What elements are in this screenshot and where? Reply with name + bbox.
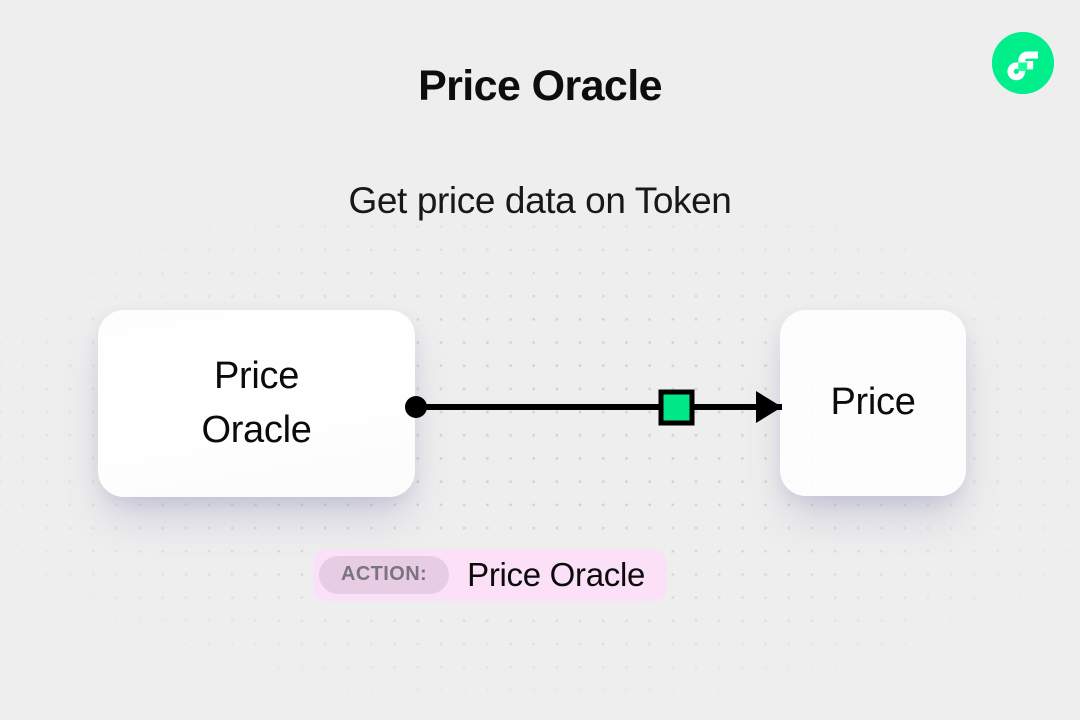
green-square-node-icon[interactable] [658, 389, 695, 426]
flow-logo-icon [992, 32, 1054, 94]
node-card-source-label: Price Oracle [201, 354, 312, 451]
action-badge-tag: ACTION: [319, 556, 450, 594]
node-card-target-label: Price [830, 381, 916, 424]
page-subtitle: Get price data on Token [348, 180, 732, 221]
action-badge-value: Price Oracle [467, 556, 646, 593]
arrow-head-icon [756, 391, 782, 423]
node-card-price[interactable]: Price [780, 310, 966, 496]
page-title: Price Oracle [418, 62, 662, 110]
edge-connector [405, 389, 782, 426]
action-badge[interactable]: ACTION: Price Oracle [313, 549, 668, 601]
node-card-price-oracle[interactable]: Price Oracle [98, 310, 415, 497]
